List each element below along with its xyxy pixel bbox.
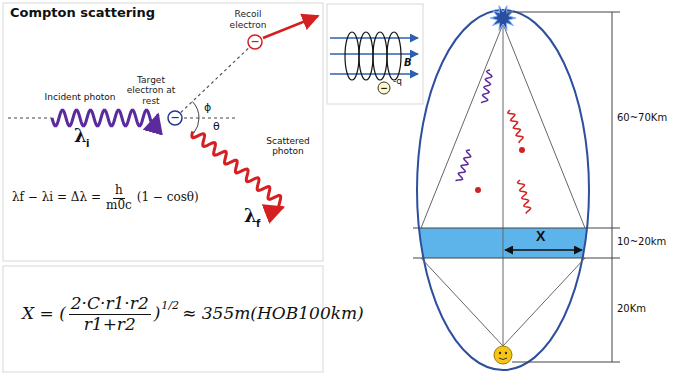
region-outline: [417, 10, 589, 370]
dimension-extension: [413, 258, 620, 259]
electron-label: Target electron at rest: [123, 75, 179, 106]
explosion-symbol: [490, 6, 516, 31]
formula-part: ≈ 355m(HOB100km): [182, 304, 364, 324]
fraction-numerator: h: [113, 184, 125, 199]
angle-arc: [192, 102, 199, 119]
dimension-extension: [512, 362, 620, 363]
dimension-label: 20Km: [617, 303, 646, 315]
formula: X = (2·C·r1·r2r1+r2)1/2≈ 355m(HOB100km): [22, 294, 364, 334]
photon-wave: [517, 179, 532, 213]
range-arrow: [505, 249, 582, 251]
charge-sign: −: [167, 110, 183, 126]
symbol-label: f: [256, 218, 260, 230]
helix-turn: [387, 32, 401, 80]
photon-label: Incident photon: [45, 92, 116, 102]
helix-turn: [359, 32, 373, 80]
face-mouth: [499, 358, 507, 360]
fraction-denominator: r1+r2: [82, 315, 138, 335]
symbol-label: λ: [74, 126, 87, 147]
atmosphere-band: X: [418, 228, 588, 258]
photon-wave: [456, 149, 473, 183]
range-label: X: [536, 228, 545, 244]
fraction: hm0c: [104, 184, 134, 213]
field-line: [330, 53, 418, 55]
symbol-label: i: [86, 138, 89, 150]
field-line: [330, 73, 418, 75]
panel-frame: [3, 3, 323, 261]
field-line: [330, 37, 418, 39]
ray-line: [503, 24, 585, 228]
ray-line: [421, 258, 503, 346]
formula-part: 1/2: [161, 300, 179, 313]
dimension-line: [612, 12, 613, 362]
panel-title: Compton scattering: [10, 6, 155, 21]
fraction-numerator: 2·C·r1·r2: [69, 294, 151, 315]
recoil-arrow: [263, 16, 318, 38]
helix-turn: [345, 32, 359, 80]
ray-line: [421, 24, 503, 228]
charge-sign: −: [247, 34, 263, 50]
electron-dot: [519, 147, 525, 153]
reference-line: [184, 118, 236, 119]
formula-part: (1 − cosθ): [137, 191, 199, 205]
photon-label: Scattered photon: [262, 136, 314, 157]
panel-frame: [327, 4, 423, 104]
angle-label: ϕ: [204, 102, 211, 115]
recoil-direction: [181, 48, 249, 113]
circle-outline: [248, 35, 262, 49]
incident-wave: [52, 110, 158, 126]
symbol-label: −: [380, 83, 388, 93]
field-label: B: [404, 57, 412, 69]
helix-turn: [373, 32, 387, 80]
fraction: 2·C·r1·r2r1+r2: [69, 294, 151, 334]
angle-arc: [194, 118, 199, 133]
angle-label: θ: [213, 121, 220, 134]
electron-circle: −Recoil electron: [247, 34, 263, 50]
ray-line: [503, 24, 504, 346]
dimension-label: 10~20km: [617, 236, 666, 248]
dimension-extension: [505, 12, 620, 13]
face-eye: [499, 352, 501, 354]
formula-part: ): [154, 304, 161, 324]
photon-wave: [507, 109, 524, 143]
formula: λf − λi = Δλ =hm0c(1 − cosθ): [12, 184, 199, 213]
formula-part: X = (: [22, 304, 66, 324]
symbol-label: λ: [244, 206, 257, 227]
incident-path: [8, 118, 52, 119]
electron-symbol: [378, 82, 390, 94]
electron-circle: −Target electron at rest: [167, 110, 183, 126]
ray-line: [503, 258, 585, 346]
observer-face: [494, 346, 512, 364]
charge-label: -q: [393, 76, 402, 86]
dimension-label: 60~70Km: [617, 112, 667, 124]
fraction-denominator: m0c: [104, 199, 134, 213]
dimension-extension: [413, 228, 620, 229]
formula-part: λf − λi = Δλ =: [12, 191, 101, 205]
circle-outline: [168, 111, 182, 125]
face-eye: [505, 352, 507, 354]
electron-label: Recoil electron: [223, 9, 273, 30]
photon-waves: [456, 69, 532, 213]
helix-coil: [345, 32, 401, 80]
photon-wave: [481, 69, 493, 104]
electron-dot: [475, 187, 481, 193]
